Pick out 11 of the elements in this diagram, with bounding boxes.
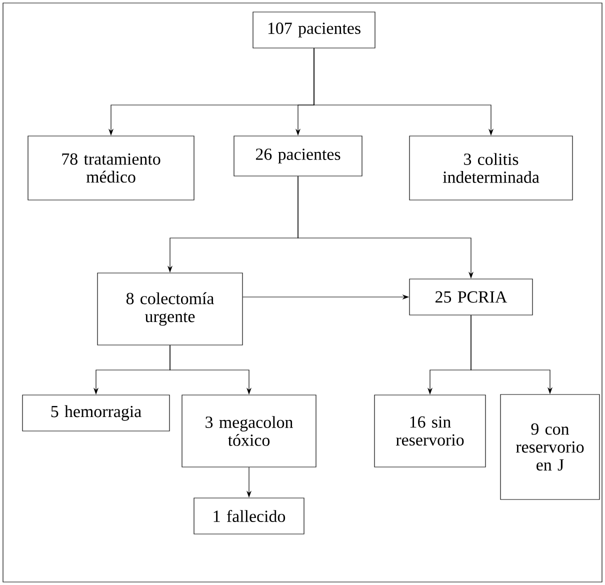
box: 5 hemorragia: [22, 394, 170, 432]
box: 1 fallecido: [194, 498, 304, 534]
box: 8 colectomía urgente: [97, 272, 243, 346]
box: 3 megacolon tóxico: [182, 394, 316, 468]
box: 25 PCRIA: [409, 278, 533, 316]
box: 9 con reservorio en J: [500, 394, 600, 500]
box: 16 sin reservorio: [374, 394, 486, 468]
box: 78 tratamiento médico: [28, 136, 194, 200]
box: 3 colitis indeterminada: [409, 136, 573, 200]
box: 26 pacientes: [234, 136, 362, 176]
box: 107 pacientes: [252, 12, 376, 48]
